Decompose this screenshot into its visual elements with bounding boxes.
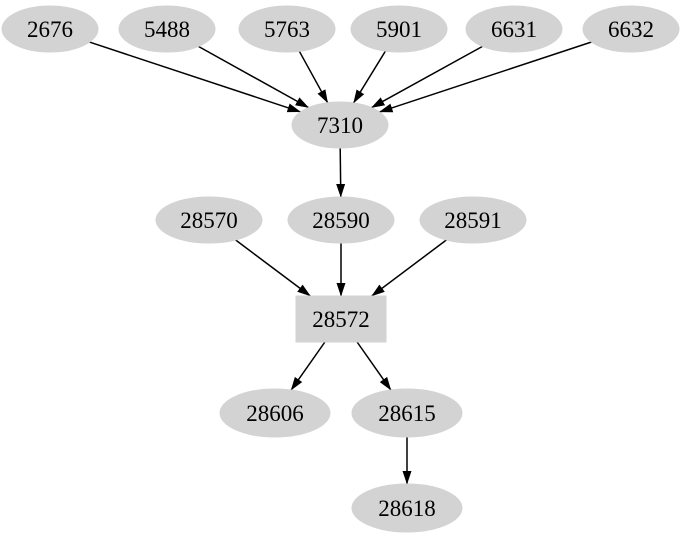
node-ellipse-shape: [465, 5, 563, 53]
node-label-6631: 6631: [491, 17, 537, 42]
node-label-28572: 28572: [312, 307, 370, 332]
node-label-28615: 28615: [378, 401, 436, 426]
node-6632: 6632: [582, 5, 680, 53]
node-ellipse-shape: [291, 101, 389, 149]
node-label-5763: 5763: [264, 17, 310, 42]
node-label-28570: 28570: [180, 208, 238, 233]
node-ellipse-shape: [419, 196, 527, 244]
edge-28572-28606: [290, 341, 326, 391]
node-label-28590: 28590: [312, 208, 370, 233]
edges-layer: [89, 41, 592, 485]
node-ellipse-shape: [350, 5, 448, 53]
nodes-layer: 2676 5488 5763 5901 6631 6632 7310 28570 28590 28…: [1, 5, 680, 533]
node-ellipse-shape: [287, 196, 395, 244]
node-28615: 28615: [351, 388, 463, 438]
edge-5901-7310: [352, 50, 387, 104]
edge-5488-7310: [198, 45, 310, 109]
node-28570: 28570: [155, 196, 263, 244]
node-5488: 5488: [118, 5, 216, 53]
node-ellipse-shape: [118, 5, 216, 53]
node-7310: 7310: [291, 101, 389, 149]
node-label-2676: 2676: [27, 17, 73, 42]
edge-6631-7310: [371, 45, 483, 109]
node-label-7310: 7310: [317, 113, 363, 138]
node-ellipse-shape: [351, 483, 463, 533]
node-box-shape: [295, 295, 387, 343]
node-ellipse-shape: [1, 5, 99, 53]
node-6631: 6631: [465, 5, 563, 53]
node-28606: 28606: [219, 388, 331, 438]
edge-7310-28590: [336, 147, 346, 198]
node-label-5901: 5901: [376, 17, 422, 42]
node-28572: 28572: [295, 295, 387, 343]
node-label-28618: 28618: [378, 496, 436, 521]
node-label-6632: 6632: [608, 17, 654, 42]
edge-2676-7310: [89, 41, 301, 113]
node-ellipse-shape: [219, 388, 331, 438]
edge-28591-28572: [371, 239, 447, 297]
node-ellipse-shape: [351, 388, 463, 438]
node-ellipse-shape: [582, 5, 680, 53]
node-28618: 28618: [351, 483, 463, 533]
node-ellipse-shape: [155, 196, 263, 244]
edge-28572-28615: [356, 341, 392, 391]
edge-6632-7310: [379, 41, 592, 113]
edge-5763-7310: [298, 50, 329, 104]
node-label-5488: 5488: [144, 17, 190, 42]
node-ellipse-shape: [238, 5, 336, 53]
node-28590: 28590: [287, 196, 395, 244]
node-5763: 5763: [238, 5, 336, 53]
node-2676: 2676: [1, 5, 99, 53]
node-label-28606: 28606: [246, 401, 304, 426]
node-label-28591: 28591: [444, 208, 502, 233]
node-28591: 28591: [419, 196, 527, 244]
edge-28570-28572: [235, 239, 311, 297]
node-5901: 5901: [350, 5, 448, 53]
